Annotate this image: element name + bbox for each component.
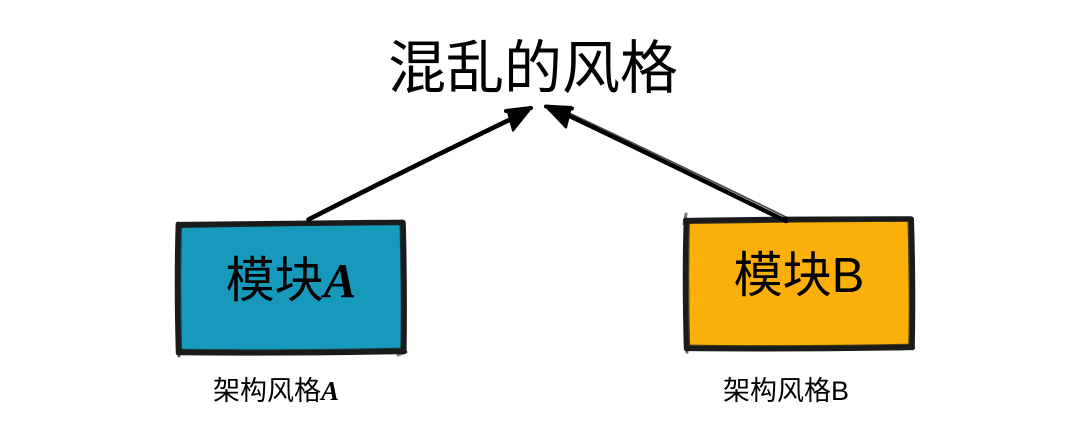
node-module-a-outline-stroke-3 bbox=[400, 220, 407, 355]
edge-module-b-to-title-arrowhead-barb bbox=[544, 104, 574, 111]
edge-module-b-to-title-line-1 bbox=[560, 110, 789, 224]
node-module-b-outline-stroke-8 bbox=[687, 221, 691, 348]
node-module-b-outline-stroke-5 bbox=[683, 344, 916, 352]
node-module-b-outline-stroke-7 bbox=[682, 217, 689, 352]
node-module-b-label-cjk: 模块 bbox=[733, 249, 832, 303]
edge-module-b-to-title[interactable] bbox=[544, 104, 789, 224]
node-module-a-caption-cjk: 架构风格 bbox=[212, 376, 321, 406]
node-module-a-outline-stroke-6 bbox=[179, 347, 402, 352]
node-module-b-label: 模块B bbox=[684, 252, 914, 301]
node-module-a-caption: 架构风格A bbox=[161, 378, 391, 405]
node-module-a-fill bbox=[178, 222, 404, 352]
page-title: 混乱的风格 bbox=[387, 36, 678, 101]
node-module-b-outline-stroke-4 bbox=[907, 219, 911, 348]
node-module-a-corner-tick-br bbox=[396, 350, 408, 357]
node-module-b-corner-tick-bl bbox=[683, 338, 689, 354]
node-module-a-outline-stroke-1 bbox=[175, 219, 406, 228]
node-module-b-caption: 架构风格B bbox=[671, 378, 901, 405]
node-module-a-outline-stroke-8 bbox=[179, 225, 183, 352]
node-module-a-outline-stroke-5 bbox=[175, 348, 407, 356]
node-module-a-label: 模块A bbox=[177, 256, 405, 306]
node-module-a-label-cjk: 模块 bbox=[225, 254, 324, 308]
edge-module-a-to-title[interactable] bbox=[306, 106, 533, 222]
node-module-b-caption-latin: B bbox=[830, 376, 849, 406]
node-module-b-outline-stroke-2 bbox=[685, 219, 913, 224]
node-module-a-label-latin: A bbox=[323, 253, 357, 308]
node-module-b-caption-cjk: 架构风格 bbox=[722, 376, 831, 406]
node-module-a-outline-stroke-4 bbox=[399, 222, 403, 352]
node-module-a-outline-stroke-7 bbox=[174, 221, 181, 356]
node-module-b-outline-stroke-6 bbox=[687, 343, 910, 348]
edge-module-a-to-title-line bbox=[306, 113, 521, 222]
node-module-b-fill bbox=[686, 219, 912, 348]
node-module-a-caption-latin: A bbox=[320, 376, 339, 406]
node-module-a-corner-tick-bl bbox=[175, 342, 181, 358]
node-module-b-outline-stroke-3 bbox=[908, 216, 916, 351]
node-module-b-label-latin: B bbox=[831, 249, 865, 303]
edge-module-b-to-title-line-2 bbox=[563, 110, 789, 219]
node-module-a[interactable] bbox=[174, 219, 408, 358]
node-module-a-outline-stroke-2 bbox=[178, 222, 405, 228]
node-module-b-corner-tick-tl bbox=[682, 212, 688, 226]
edge-module-a-to-title-arrowhead-barb bbox=[504, 106, 533, 113]
